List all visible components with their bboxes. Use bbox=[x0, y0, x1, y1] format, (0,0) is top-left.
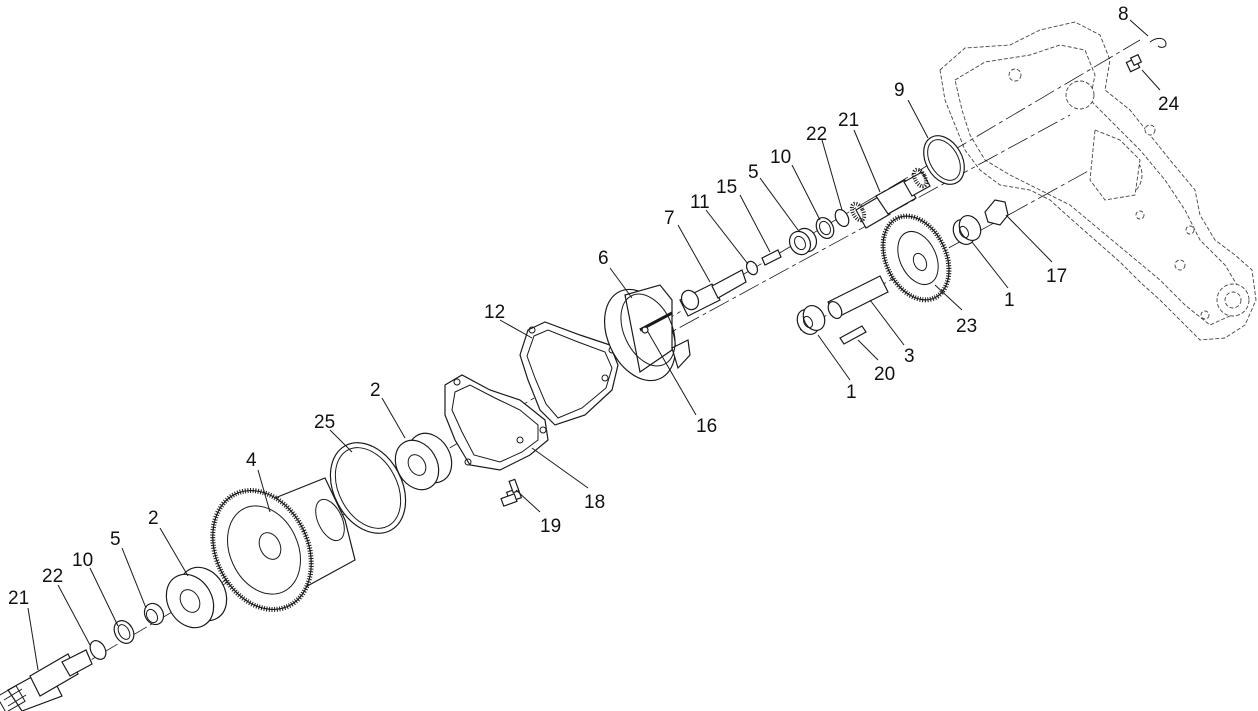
part-3-countershaft bbox=[827, 275, 889, 320]
callout-1-right: 1 bbox=[1004, 290, 1015, 311]
callout-21-lower: 21 bbox=[8, 588, 29, 609]
part-1-bearing-right bbox=[952, 214, 982, 246]
callout-2-lower: 2 bbox=[148, 508, 159, 529]
part-4-gear-drum bbox=[210, 477, 356, 612]
callout-3: 3 bbox=[904, 346, 915, 367]
callout-1-left: 1 bbox=[846, 382, 857, 403]
callout-10-upper: 10 bbox=[770, 147, 791, 168]
part-2-bearing-lower bbox=[165, 566, 228, 629]
callout-6: 6 bbox=[598, 248, 609, 269]
leader-lines bbox=[27, 19, 1161, 671]
part-21-shaft-lower bbox=[0, 649, 93, 711]
callout-5-lower: 5 bbox=[110, 529, 121, 550]
callout-18: 18 bbox=[584, 492, 605, 513]
callout-19: 19 bbox=[540, 516, 561, 537]
callout-labels: 21 22 10 5 2 4 25 2 18 19 12 16 6 7 11 1… bbox=[8, 4, 1180, 609]
part-5-bushing-upper bbox=[788, 227, 818, 256]
callout-16: 16 bbox=[696, 416, 717, 437]
callout-9: 9 bbox=[894, 80, 905, 101]
callout-2-upper: 2 bbox=[370, 380, 381, 401]
callout-10-lower: 10 bbox=[72, 550, 93, 571]
callout-17: 17 bbox=[1046, 266, 1067, 287]
callout-24: 24 bbox=[1158, 94, 1180, 115]
callout-5-upper: 5 bbox=[748, 162, 759, 183]
callout-4: 4 bbox=[246, 450, 257, 471]
part-16-pin bbox=[639, 311, 673, 334]
callout-15: 15 bbox=[716, 177, 737, 198]
callout-22-upper: 22 bbox=[806, 124, 827, 145]
part-22-ring-lower bbox=[89, 640, 107, 660]
callout-8: 8 bbox=[1118, 4, 1129, 25]
part-12-gasket bbox=[519, 321, 619, 426]
part-1-bearing-left bbox=[796, 304, 826, 336]
part-23-gear bbox=[880, 213, 952, 303]
part-10-seal-lower bbox=[113, 620, 135, 644]
callout-7: 7 bbox=[664, 208, 675, 229]
callout-23: 23 bbox=[956, 316, 977, 337]
part-22-ring-upper bbox=[834, 208, 850, 228]
part-11-ring bbox=[745, 260, 759, 276]
callout-12: 12 bbox=[484, 302, 505, 323]
callout-20: 20 bbox=[874, 364, 895, 385]
part-15-pin bbox=[761, 249, 782, 266]
part-7-shaft bbox=[679, 269, 747, 317]
part-8-clip bbox=[1149, 37, 1167, 48]
transmission-housing bbox=[939, 21, 1257, 341]
part-2-bearing-upper bbox=[394, 432, 453, 491]
part-9-o-ring bbox=[923, 135, 965, 185]
callout-11: 11 bbox=[690, 192, 710, 213]
part-21-shaft-upper bbox=[849, 167, 931, 229]
part-10-seal-upper bbox=[815, 216, 835, 240]
callout-22-lower: 22 bbox=[42, 566, 63, 587]
part-20-key bbox=[839, 325, 867, 345]
callout-25: 25 bbox=[314, 412, 335, 433]
callout-21-upper: 21 bbox=[838, 110, 859, 131]
part-18-cover-gasket bbox=[444, 374, 549, 471]
part-17-ring bbox=[984, 199, 1009, 226]
part-5-bushing-lower bbox=[143, 602, 165, 626]
part-24-fitting bbox=[1125, 53, 1143, 73]
part-6-cover bbox=[604, 284, 691, 382]
